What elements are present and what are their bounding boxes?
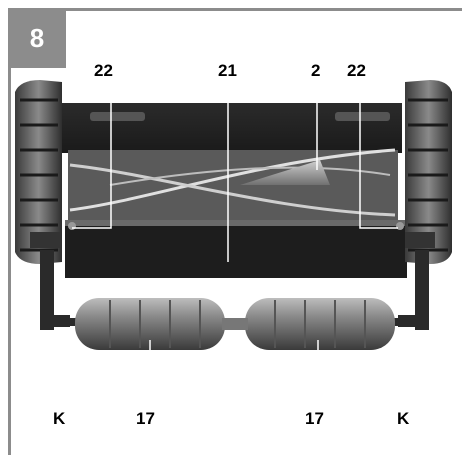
callout-k-right: K	[397, 409, 410, 428]
callout-k-left: K	[53, 409, 66, 428]
right-wheel	[405, 80, 452, 264]
frame-top-border	[8, 8, 462, 11]
front-rollers	[70, 298, 400, 350]
side-brackets	[40, 250, 429, 330]
frame-left-border	[8, 8, 11, 455]
callout-22-right: 22	[347, 61, 366, 80]
left-wheel	[15, 80, 62, 264]
callout-2: 2	[311, 61, 321, 80]
reel-cylinder	[68, 148, 398, 220]
callout-17-right: 17	[305, 409, 324, 428]
callout-21: 21	[218, 61, 237, 80]
cutter-bar	[65, 220, 407, 278]
figure-number-badge: 8	[8, 8, 66, 68]
callout-17-left: 17	[136, 409, 155, 428]
callout-lines	[65, 80, 405, 398]
mower-housing	[62, 103, 402, 153]
callout-22-left: 22	[94, 61, 113, 80]
